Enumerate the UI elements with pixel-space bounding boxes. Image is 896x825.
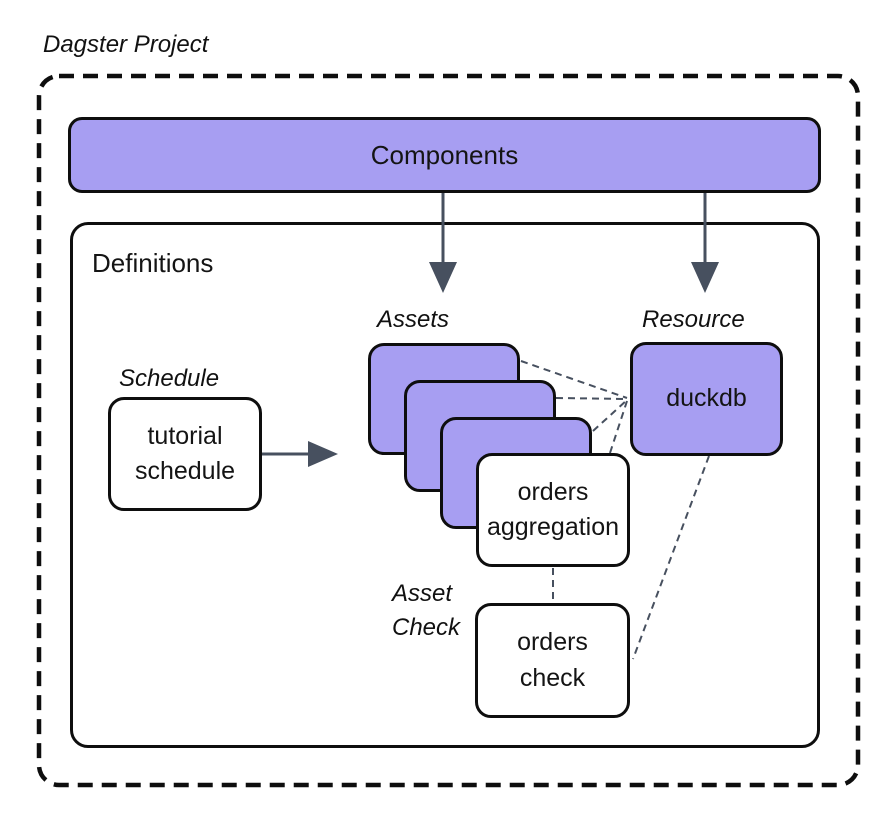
schedule-node-line1: tutorial [147, 421, 223, 450]
orders-aggregation-line2: aggregation [486, 513, 620, 541]
schedule-node-line2: schedule [134, 457, 236, 485]
schedule-label: Schedule [119, 365, 220, 392]
orders-aggregation-node: orders aggregation [476, 453, 630, 567]
orders-aggregation-line1: orders [517, 477, 589, 506]
components-bar-label: Components [370, 139, 519, 170]
definitions-label: Definitions [92, 248, 214, 278]
resource-label: Resource [642, 306, 745, 333]
orders-check-line1: orders [517, 628, 588, 656]
orders-check-node: orders check [475, 603, 630, 718]
asset-check-label: Asset Check [392, 577, 460, 645]
duckdb-node: duckdb [630, 342, 783, 456]
asset-check-label-line1: Asset [392, 580, 453, 607]
schedule-node: tutorial schedule [108, 397, 262, 511]
assets-label: Assets [377, 306, 450, 333]
asset-check-label-line2: Check [392, 614, 461, 641]
orders-check-line2: check [519, 663, 586, 692]
diagram-title: Dagster Project [43, 31, 209, 58]
components-bar: Components [68, 117, 821, 193]
duckdb-node-label: duckdb [666, 384, 747, 413]
